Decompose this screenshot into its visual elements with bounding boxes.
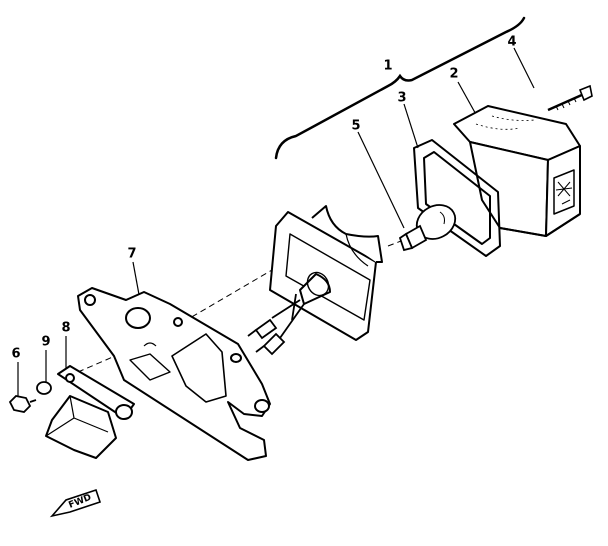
callout-bracket: 7 (127, 247, 136, 262)
callout-assembly: 1 (383, 59, 392, 74)
nut (8, 395, 37, 413)
assembly-bracket (274, 16, 526, 160)
lamp-base (269, 205, 383, 341)
leader-lines (17, 47, 535, 398)
gasket (413, 139, 501, 257)
callout-screw: 4 (507, 35, 516, 50)
callout-washer: 9 (41, 335, 50, 350)
screw (547, 84, 593, 112)
callout-gasket: 3 (397, 91, 406, 106)
callout-lens: 2 (449, 67, 458, 82)
fwd-marker: FWD (49, 488, 102, 518)
washer (36, 381, 52, 395)
mounting-bracket (77, 287, 271, 461)
bulb (398, 204, 457, 252)
callout-bolt: 8 (61, 321, 70, 336)
lens-housing (453, 105, 581, 237)
callout-bulb: 5 (351, 119, 360, 134)
wire-leads (247, 293, 305, 356)
license-lamp (45, 365, 135, 459)
callout-nut: 6 (11, 347, 20, 362)
